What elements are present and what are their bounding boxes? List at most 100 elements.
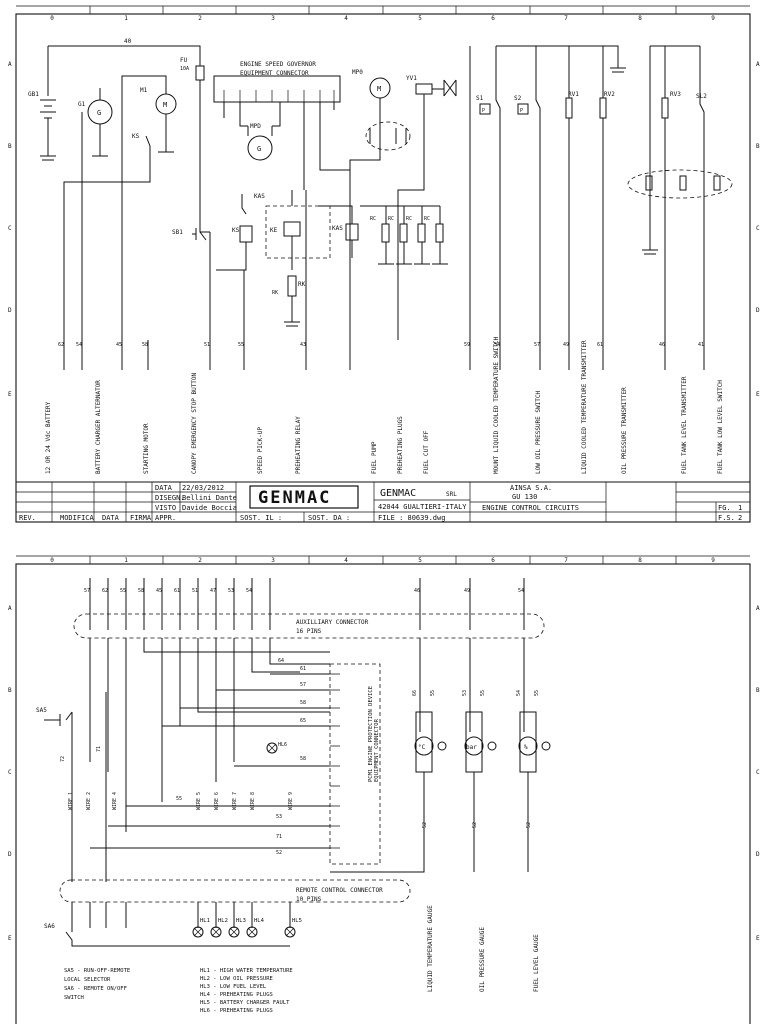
function-labels: 12 OR 24 Vdc BATTERY BATTERY CHARGER ALT… [45,336,724,474]
row-letter: D [756,307,760,314]
lamp-label: HL5 [292,918,302,924]
gauge-wire: 55 [534,690,540,696]
pcm-wire: 61 [300,666,306,672]
genmac-logo: GENMAC [258,488,331,508]
wire-number: 61 [597,342,603,348]
tb-disegn-label: DISEGN. [155,494,185,502]
tb-checked-by: Davide Boccia [182,504,237,512]
tb-fs-value: 2 [738,514,742,522]
function-label: FUEL CUT OFF [423,430,430,474]
ref-ks: KS [132,133,140,140]
function-label: FUEL TANK LOW LEVEL SWITCH [717,380,724,474]
ref-kas: KAS [254,193,265,200]
ref-g1: G1 [78,101,86,108]
remote-connector-label: REMOTE CONTROL CONNECTOR [296,887,383,894]
tb-firma-label: FIRMA [130,514,152,522]
column-ruler-top [16,5,750,14]
indicator-lamps: HL1 HL2 HL3 HL4 HL5 [192,918,302,938]
tb-data-label: DATA [155,484,173,492]
tb-fs-label: F.S. [718,514,735,522]
aux-connector-label: AUXILLIARY CONNECTOR [296,619,369,626]
hl6-lamp: HL6 64 [266,658,287,754]
row-letter: A [756,61,760,68]
wire-labels: WIRE 1 WIRE 2 WIRE 4 WIRE 5 WIRE 6 WIRE … [68,792,294,810]
auxiliary-connector: AUXILLIARY CONNECTOR 16 PINS [73,613,545,832]
col-number: 1 [124,15,128,22]
function-label: PREHEATING PLUGS [397,416,404,474]
genmac-logo-frame [249,485,359,509]
gauge-caption: OIL PRESSURE GAUGE [479,927,486,992]
legend-right-line: HL1 - HIGH WATER TEMPERATURE [200,968,293,974]
pcm-wire: 53 [276,814,282,820]
tb-sost-da-label: SOST. DA : [308,514,350,522]
relay-block: KE KAS KS KAS RK RK [216,190,359,327]
function-label: MOUNT LIQUID COOLED TEMPERATURE SWITCH [493,336,500,474]
wire-label: WIRE 7 [232,792,238,810]
legend-left-line: SA5 - RUN-OFF-REMOTE [64,968,130,974]
lamp-label: HL2 [218,918,228,924]
ref-sl2: SL2 [696,93,707,100]
function-label: STARTING MOTOR [143,423,150,474]
battery-symbol: GB1 [28,91,56,161]
function-label: LOW OIL PRESSURE SWITCH [535,391,542,474]
column-ruler-top [16,555,750,564]
gauge-caption: LIQUID TEMPERATURE GAUGE [427,905,434,992]
tb-model: GU 130 [512,493,537,501]
gauge-wire: 55 [430,690,436,696]
legend-right-line: HL5 - BATTERY CHARGER FAULT [200,1000,290,1006]
wire-number: 58 [138,588,144,594]
wire-number: 40 [124,38,132,45]
wire-number: 49 [464,588,470,594]
ref-rv2: RV2 [604,91,615,98]
wire-64: 64 [278,658,284,664]
legend-right-line: HL4 - PREHEATING PLUGS [200,992,273,998]
wire-label: WIRE 8 [250,792,256,810]
wire-number: 43 [300,342,306,348]
tb-fg-value: 1 [738,504,742,512]
row-letter: C [8,769,12,776]
wire-terminals: 62 54 45 58 51 55 43 59 54 57 49 61 46 4… [58,190,705,370]
gauge-wire: 52 [422,822,428,828]
ref-rv1: RV1 [568,91,579,98]
drawing-sheet-remote-control: 0 1 2 3 4 5 6 7 8 9 A B C D E A B C D E … [0,552,768,1024]
wire-number: 57 [84,588,90,594]
function-label: 12 OR 24 Vdc BATTERY [45,401,52,474]
governor-label-line2: EQUIPMENT CONNECTOR [240,70,309,77]
col-number: 6 [491,557,495,564]
row-letter: A [756,605,760,612]
governor-label-line1: ENGINE SPEED GOVERNOR [240,61,316,68]
remote-control-connector: REMOTE CONTROL CONNECTOR 10 PINS SA6 [44,879,411,947]
row-letter: E [756,391,760,398]
side-wire: 72 [60,756,66,762]
title-block: DATA 22/03/2012 DISEGN. Bellini Dante VI… [16,481,750,522]
row-letter: E [756,935,760,942]
row-letter: A [8,605,12,612]
wire-number: 54 [76,342,82,348]
tb-fg-label: FG. [718,504,731,512]
engine-control-schematic: 0 1 2 3 4 5 6 7 8 9 A B C D E A B C D E … [8,5,760,523]
wire-number: 58 [142,342,148,348]
tb-appr-label: APPR. [155,514,176,522]
rk-wire: RK [272,290,278,296]
wire-number: 62 [102,588,108,594]
pcm-wire: 65 [300,718,306,724]
aux-wires: 57 62 55 58 45 61 51 47 53 54 46 49 54 [84,578,525,630]
legend-left-line: SWITCH [64,995,84,1001]
tb-company: GENMAC [380,488,416,499]
col-number: 4 [344,557,348,564]
level-gauge-unit: % [524,744,528,751]
wire-number: 45 [116,342,122,348]
gauge-wire: 52 [472,822,478,828]
col-number: 2 [198,557,202,564]
row-letter: D [8,851,12,858]
ref-rv3: RV3 [670,91,681,98]
wire-number: 62 [58,342,64,348]
wire-label: WIRE 2 [86,792,92,810]
ref-mpd: MPD [250,123,261,130]
tb-data2-label: DATA [102,514,120,522]
tb-file: FILE : 80639.dwg [378,514,445,522]
col-number: 0 [50,557,54,564]
col-number: 1 [124,557,128,564]
ref-rc: RC [388,216,394,222]
wire-label: WIRE 9 [288,792,294,810]
